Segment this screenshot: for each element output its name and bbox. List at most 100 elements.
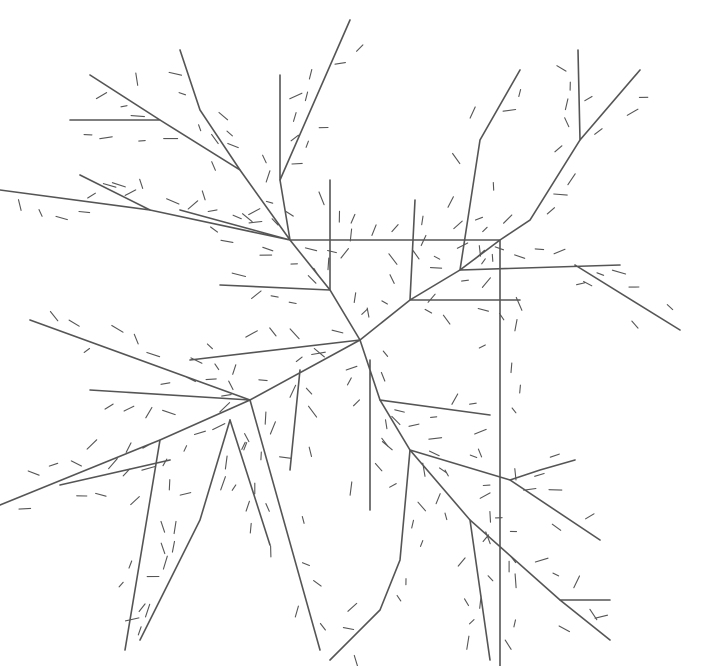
twig-stroke bbox=[480, 596, 481, 608]
twig-stroke bbox=[309, 447, 311, 456]
twig-stroke bbox=[250, 523, 251, 533]
twig-stroke bbox=[520, 385, 521, 393]
twig-stroke bbox=[71, 461, 81, 466]
twig-stroke bbox=[161, 543, 165, 553]
twig-stroke bbox=[332, 330, 343, 333]
twig-stroke bbox=[515, 574, 516, 588]
twig-stroke bbox=[428, 294, 435, 302]
twig-stroke bbox=[462, 280, 469, 281]
twig-stroke bbox=[126, 443, 131, 452]
twig-stroke bbox=[309, 70, 311, 80]
branch-line bbox=[578, 50, 580, 140]
twig-stroke bbox=[452, 394, 458, 404]
twig-stroke bbox=[381, 373, 384, 382]
twig-stroke bbox=[227, 131, 232, 136]
twig-stroke bbox=[138, 627, 141, 635]
twig-stroke bbox=[348, 378, 352, 385]
twig-stroke bbox=[475, 429, 487, 434]
twig-stroke bbox=[306, 388, 311, 394]
twig-stroke bbox=[161, 521, 165, 532]
twig-stroke bbox=[362, 309, 368, 314]
twig-stroke bbox=[574, 576, 580, 588]
twig-stroke bbox=[139, 141, 145, 142]
twig-stroke bbox=[319, 192, 324, 205]
twig-stroke bbox=[163, 459, 167, 466]
twig-stroke bbox=[465, 599, 469, 606]
twig-stroke bbox=[221, 477, 226, 490]
twig-stroke bbox=[215, 364, 219, 370]
twig-stroke bbox=[270, 328, 276, 336]
twig-stroke bbox=[56, 216, 67, 219]
twig-stroke bbox=[249, 222, 262, 223]
twig-stroke bbox=[512, 408, 516, 413]
twig-stroke bbox=[199, 125, 201, 131]
twig-stroke bbox=[180, 493, 191, 496]
twig-stroke bbox=[612, 270, 625, 274]
twig-stroke bbox=[577, 283, 585, 285]
twig-stroke bbox=[511, 363, 512, 373]
twig-stroke bbox=[595, 615, 607, 618]
twig-stroke bbox=[421, 541, 423, 547]
twig-stroke bbox=[19, 508, 31, 509]
twig-stroke bbox=[535, 558, 548, 562]
branch-line bbox=[140, 420, 230, 640]
branch-line bbox=[230, 420, 270, 545]
twig-stroke bbox=[112, 326, 123, 333]
twig-stroke bbox=[225, 456, 227, 469]
twig-stroke bbox=[348, 603, 357, 611]
twig-stroke bbox=[126, 618, 139, 621]
twig-stroke bbox=[280, 457, 291, 459]
twig-stroke bbox=[88, 193, 96, 198]
twig-stroke bbox=[263, 155, 267, 163]
twig-stroke bbox=[179, 93, 185, 95]
twig-stroke bbox=[270, 422, 275, 434]
twig-stroke bbox=[286, 212, 293, 217]
twig-stroke bbox=[266, 201, 272, 203]
twig-stroke bbox=[169, 480, 170, 490]
twig-stroke bbox=[28, 471, 39, 475]
twig-stroke bbox=[139, 604, 145, 612]
twig-stroke bbox=[211, 227, 218, 232]
twig-stroke bbox=[213, 424, 225, 430]
twig-stroke bbox=[431, 417, 437, 418]
twig-stroke bbox=[243, 214, 253, 222]
twig-stroke bbox=[265, 412, 266, 424]
twig-stroke bbox=[367, 308, 369, 317]
twig-stroke bbox=[482, 278, 490, 288]
twig-stroke bbox=[306, 141, 308, 147]
twig-stroke bbox=[480, 493, 490, 498]
twig-stroke bbox=[418, 502, 426, 511]
twig-stroke bbox=[553, 573, 559, 576]
twig-stroke bbox=[19, 200, 22, 211]
twig-stroke bbox=[568, 174, 575, 185]
twig-stroke bbox=[174, 521, 176, 533]
twig-stroke bbox=[246, 501, 249, 511]
twig-stroke bbox=[335, 63, 345, 65]
twig-stroke bbox=[266, 171, 270, 182]
branch-line bbox=[280, 20, 350, 240]
twig-stroke bbox=[266, 504, 269, 512]
twig-stroke bbox=[382, 301, 388, 304]
twig-stroke bbox=[169, 72, 181, 75]
twig-stroke bbox=[314, 581, 322, 587]
branch-line bbox=[380, 400, 490, 415]
twig-stroke bbox=[100, 137, 112, 139]
twig-stroke bbox=[482, 259, 486, 264]
twig-stroke bbox=[295, 606, 298, 617]
twig-stroke bbox=[232, 273, 245, 276]
twig-stroke bbox=[221, 240, 233, 242]
twig-stroke bbox=[134, 334, 138, 344]
twig-stroke bbox=[212, 162, 216, 171]
twig-stroke bbox=[290, 385, 296, 397]
twig-stroke bbox=[429, 438, 442, 440]
twig-stroke bbox=[483, 227, 487, 231]
twig-stroke bbox=[515, 320, 517, 331]
twig-stroke bbox=[303, 563, 310, 566]
branch-line bbox=[460, 240, 620, 270]
twig-stroke bbox=[557, 66, 566, 71]
twig-stroke bbox=[341, 249, 348, 258]
twig-stroke bbox=[458, 558, 465, 566]
twig-stroke bbox=[375, 464, 381, 471]
branch-line bbox=[410, 450, 600, 540]
twig-stroke bbox=[354, 656, 357, 666]
